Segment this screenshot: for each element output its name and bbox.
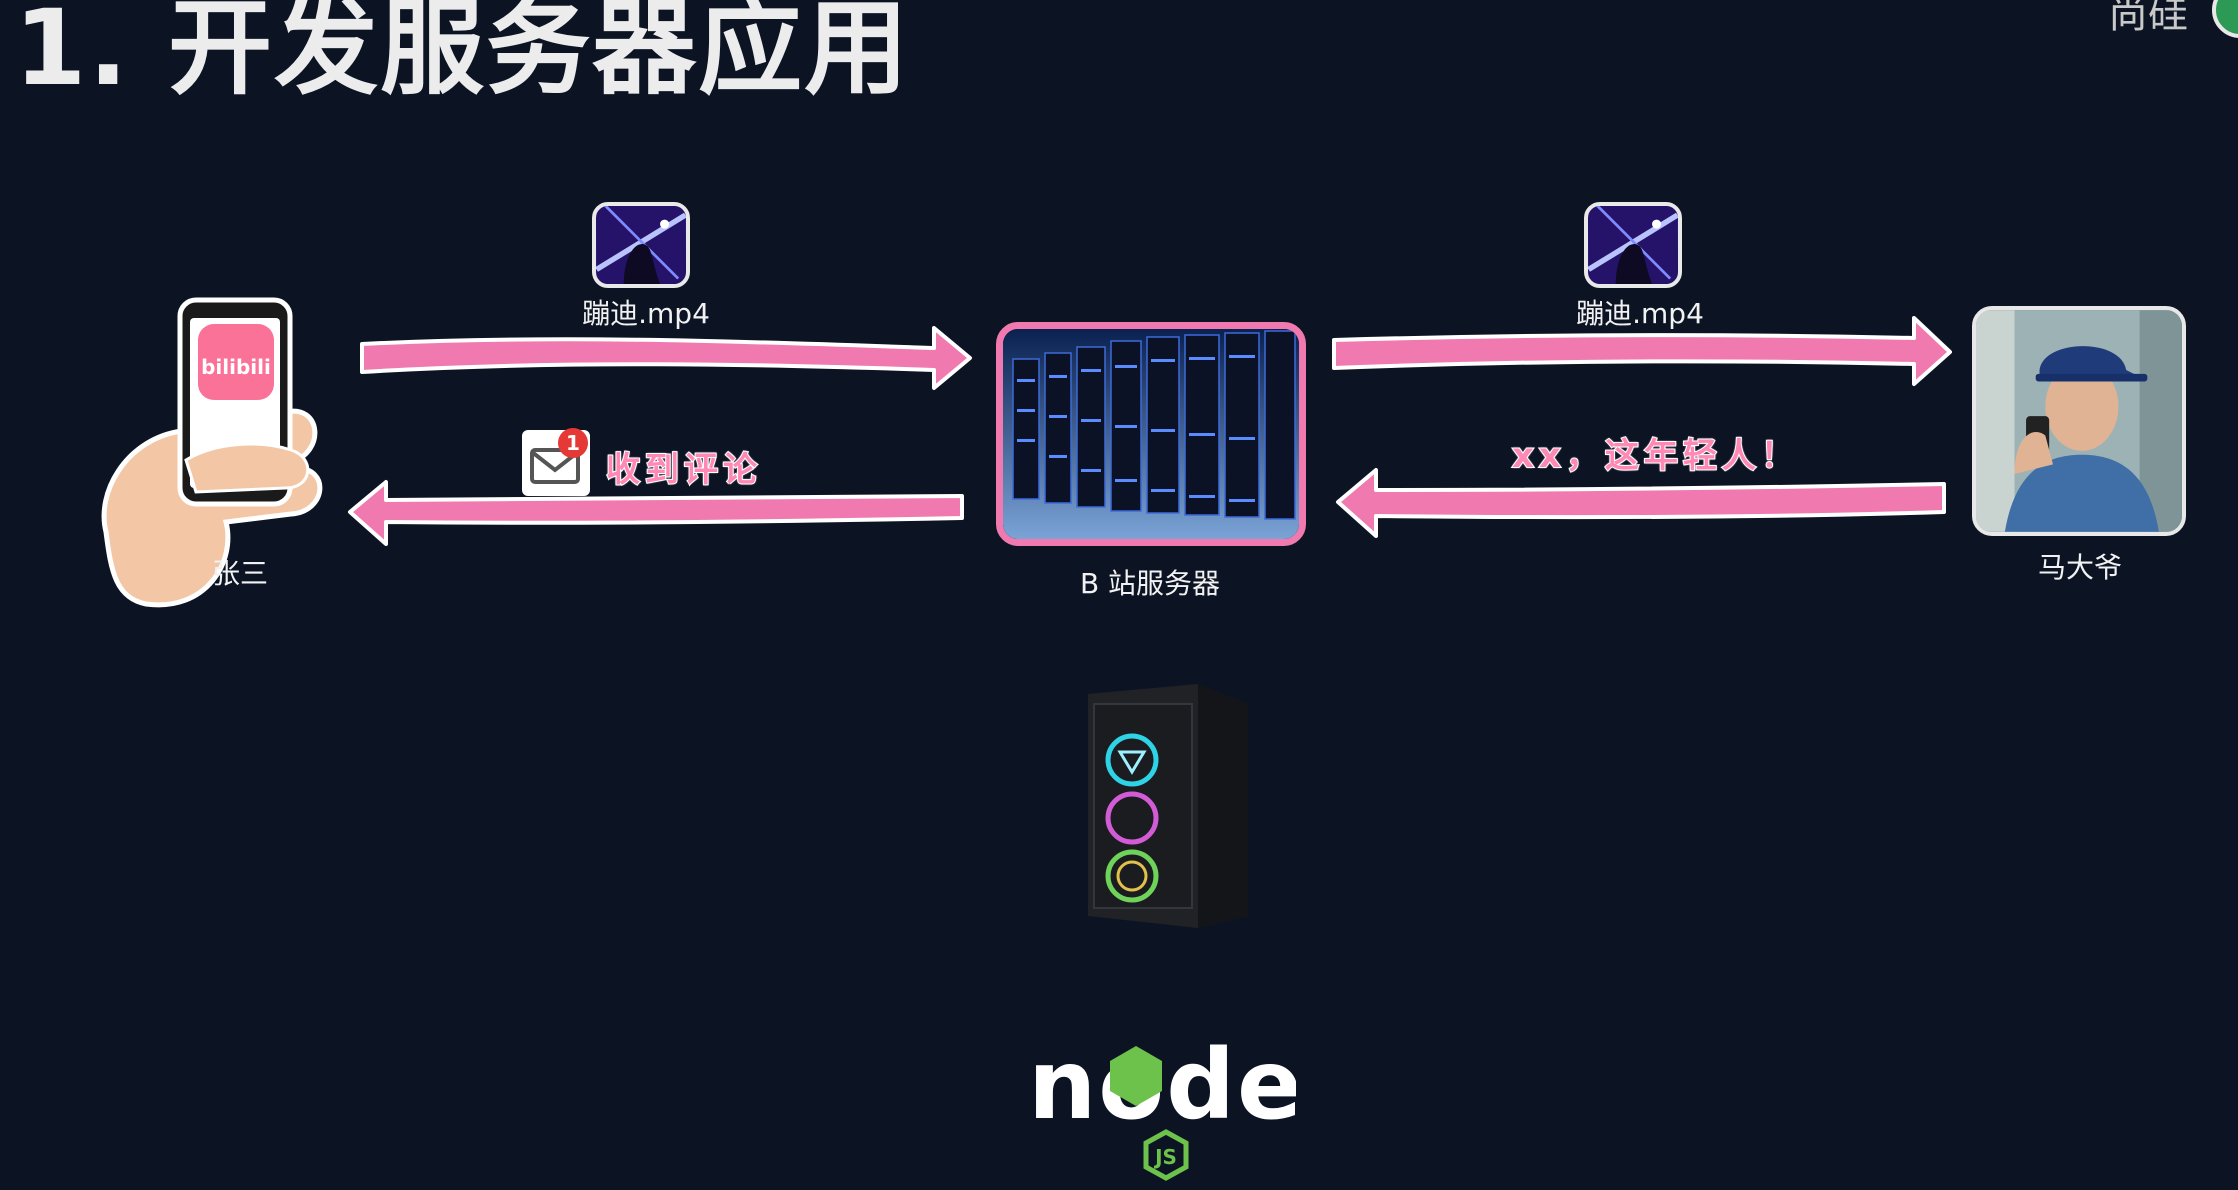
arrow-comment-send [1336,468,1946,538]
video-thumbnail-icon [1584,202,1682,288]
node-label-server: B 站服务器 [1079,567,1221,600]
elder-user-photo-icon [1972,306,2186,536]
server-room-icon [996,322,1306,546]
arrow-upload [360,326,972,390]
corner-logo-icon [2212,0,2238,38]
node-label-maadaye: 马大爷 [2037,551,2123,584]
notification-badge: 1 [558,428,588,458]
arrow-comment-reply [348,480,964,546]
edge-label-notify: 收到评论 [605,449,762,491]
video-thumbnail-icon [592,202,690,288]
bilibili-logo-text: bilibili [201,355,271,379]
edge-label-distribute: 蹦迪.mp4 [1576,297,1704,330]
pc-tower-icon [1088,684,1248,928]
edge-label-upload: 蹦迪.mp4 [582,297,710,330]
node-label-zhangsan: 张三 [211,557,269,590]
slide-title: 1. 开发服务器应用 [14,0,911,109]
phone-in-hand-icon: bilibili [101,297,323,608]
nodejs-logo-text: node [1036,1029,1296,1141]
nodejs-logo-icon: node JS [1036,1022,1296,1190]
edge-label-comment: xx，这年轻人！ [1511,435,1800,477]
corner-logo-text: 尚硅 [2108,0,2188,37]
nodejs-logo-subtext: JS [1153,1145,1177,1169]
